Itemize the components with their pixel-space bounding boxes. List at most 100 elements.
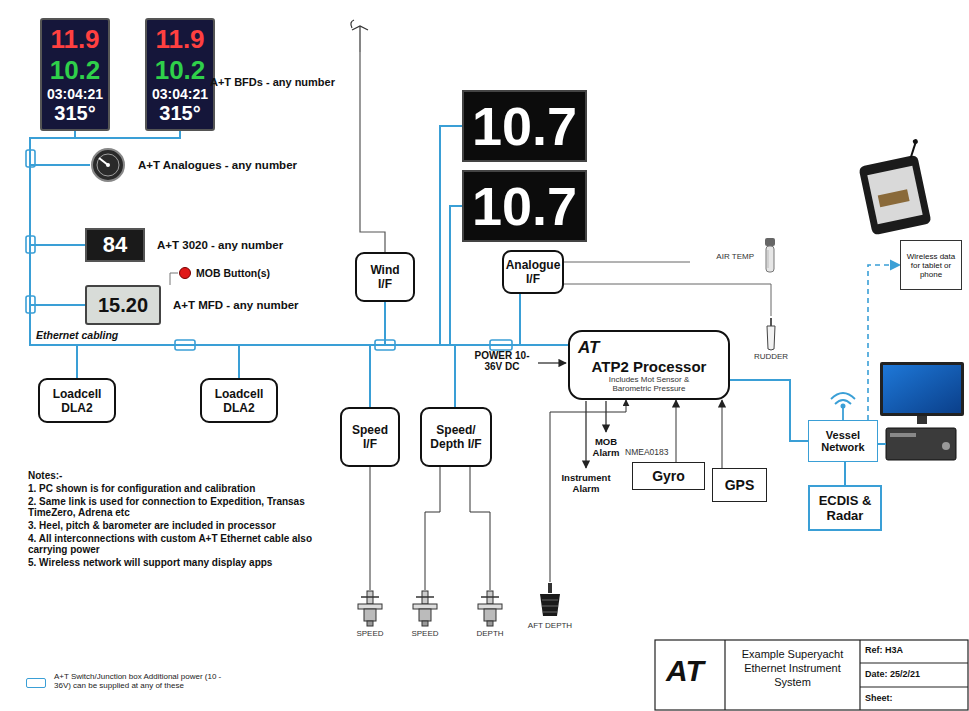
ethernet-cable (239, 345, 568, 378)
node-text: 15.20 (85, 285, 161, 325)
power-label: POWER 10-36V DC (470, 350, 534, 372)
alarm-label: MOB Alarm (590, 436, 622, 458)
interface-box: Loadcell DLA2 (38, 378, 116, 423)
ethernet-cable (370, 345, 568, 407)
ethernet-cable (868, 265, 900, 420)
node-text: Loadcell DLA2 (207, 387, 271, 415)
sensor-icon (355, 590, 385, 628)
dot-icon (178, 266, 192, 280)
signal-wire (721, 400, 722, 468)
signal-wire (564, 284, 771, 316)
node-text: RUDDER (754, 352, 788, 361)
node-text: Wireless data for tablet or phone (904, 252, 958, 279)
aft-depth-transducer: AFT DEPTH (525, 582, 575, 630)
ethernet-cable (844, 462, 846, 485)
node-text: AFT DEPTH (528, 621, 572, 630)
node-text: MOB Button(s) (196, 267, 270, 279)
node-subtext: ATP2 Processor (578, 358, 720, 375)
node-text: 10.7 (472, 175, 577, 237)
node-subtext: A+T MFD - any number (173, 299, 299, 311)
bfd-display: 10.7 (462, 170, 587, 242)
node-text: ECDIS & Radar (814, 493, 876, 523)
node-subtext: A+T 3020 - any number (157, 239, 283, 251)
sensor-icon (475, 590, 505, 628)
caption-label: A+T BFDs - any number (210, 76, 335, 88)
signal-wire (470, 467, 490, 590)
power-arrow (538, 362, 566, 363)
signal-wire (170, 273, 178, 285)
node-text: Speed I/F (347, 423, 393, 451)
signal-wire (675, 400, 676, 462)
interface-box: Speed/ Depth I/F (420, 407, 492, 467)
date-label: Date: 25/2/21 (865, 669, 920, 679)
node-text: Vessel Network (813, 429, 873, 453)
node-text: 84 (85, 228, 145, 262)
node-text: SPEED (411, 629, 438, 638)
node-subtext: 315° (54, 102, 95, 125)
masthead-wind-sensor (351, 20, 385, 252)
sheet-label: Sheet: (865, 693, 893, 703)
node-text: Loadcell DLA2 (45, 387, 109, 415)
rudder-sensor: RUDDER (746, 316, 796, 362)
pc-illustration (878, 362, 964, 460)
mob-button: MOB Button(s) (178, 266, 288, 280)
analogue-instrument: A+T Analogues - any number (90, 147, 320, 183)
cable-label: Ethernet cabling (36, 329, 118, 341)
speed-transducer: SPEED (352, 590, 388, 638)
processor-box: ATATP2 ProcessorIncludes Mot Sensor & Ba… (568, 330, 730, 400)
node-text: 11.9 (155, 24, 204, 55)
ethernet-cable (385, 302, 568, 345)
tablet-illustration (855, 139, 935, 236)
node-text: 11.9 (50, 24, 99, 55)
node-text: Wind I/F (362, 263, 408, 291)
ethernet-cable (77, 345, 568, 378)
node-subtext: 10.2 (155, 55, 206, 86)
display-screen: 11.910.203:04:21315° (145, 18, 215, 131)
note-text: 3. Heel, pitch & barometer are included … (28, 520, 328, 531)
rudder-icon (760, 317, 782, 351)
note-heading: Notes:- (28, 470, 328, 481)
interface-box: Loadcell DLA2 (200, 378, 278, 423)
signal-wire (550, 400, 626, 582)
interface-box: Analogue I/F (502, 250, 564, 294)
interface-box: Speed I/F (340, 407, 400, 467)
ethernet-cable (455, 345, 568, 407)
device-box: GPS (712, 468, 767, 502)
node-text: Speed/ Depth I/F (427, 423, 485, 451)
device-box: ECDIS & Radar (808, 485, 882, 531)
ethernet-cable (520, 294, 568, 345)
bfd-display: 10.7 (462, 90, 587, 162)
node-subtext: 10.2 (50, 55, 101, 86)
node-subtext: 315° (159, 102, 200, 125)
gauge-icon (90, 147, 126, 183)
signal-wire (370, 467, 371, 590)
notes-block: Notes:- 1. PC shown is for configuration … (28, 470, 328, 570)
node-text: 10.7 (472, 95, 577, 157)
network-box: Vessel Network (808, 420, 878, 462)
signal-wire (425, 467, 440, 590)
ethernet-cable (730, 380, 808, 441)
note-text: 1. PC shown is for configuration and cal… (28, 483, 328, 494)
interface-box: Wind I/F (355, 252, 415, 302)
node-subtext: 03:04:21 (47, 86, 103, 102)
a-t-3020-display: 84 A+T 3020 - any number (85, 228, 325, 262)
node-text: SPEED (356, 629, 383, 638)
wifi-symbol (831, 393, 855, 420)
depth-transducer: DEPTH (472, 590, 508, 638)
alarm-arrow (585, 401, 586, 468)
aft-icon (535, 582, 565, 620)
logo-text: AT (666, 654, 704, 688)
title-block (655, 640, 968, 710)
node-text: AT (578, 338, 720, 358)
signal-wire (564, 262, 690, 263)
note-box: Wireless data for tablet or phone (900, 240, 962, 290)
signal-label: NMEA0183 (625, 447, 668, 457)
alarm-arrow (605, 401, 606, 432)
display-screen: 11.910.203:04:21315° (40, 18, 110, 131)
note-text: 4. All interconnections with custom A+T … (28, 533, 328, 555)
node-text: Analogue I/F (506, 258, 561, 286)
node-text: AIR TEMP (716, 252, 754, 261)
node-subtext: 03:04:21 (152, 86, 208, 102)
node-subtext: Includes Mot Sensor & Barometric Pressur… (578, 375, 720, 393)
